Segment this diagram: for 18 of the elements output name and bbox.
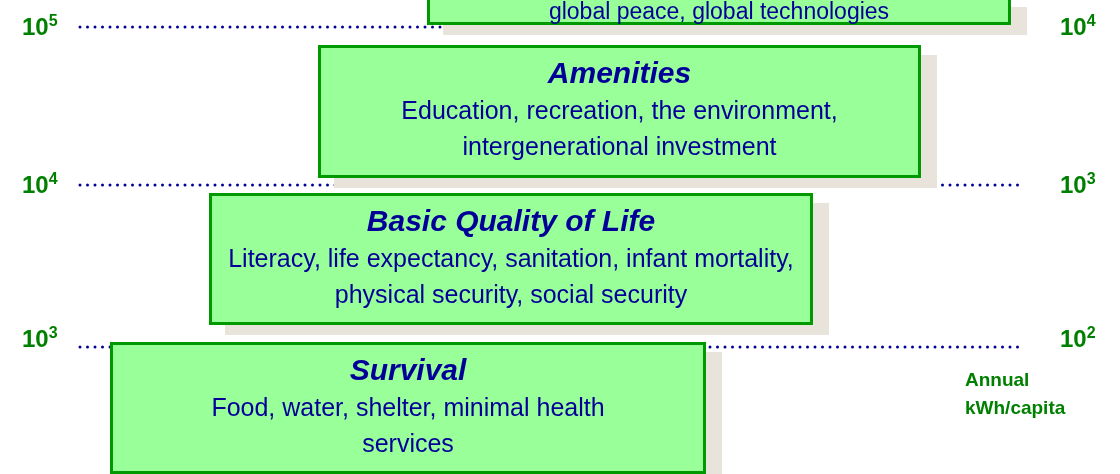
scale-label: 10$^{4}$: [1060, 12, 1096, 41]
tier-description: Food, water, shelter, minimal health services: [210, 392, 606, 459]
scale-label: 10$^{2}$: [1060, 324, 1096, 353]
tier-description: global peace, global technologies: [548, 0, 890, 22]
goal-box: [427, 0, 1011, 25]
scale-label: 10$^{5}$: [22, 12, 58, 41]
tier-box: [318, 45, 921, 178]
tier-box: [110, 342, 706, 474]
tier-description: Education, recreation, the environment, intergenerational investment: [400, 95, 839, 162]
tier-description: Literacy, life expectancy, sanitation, infant mortality, physical security, social security: [227, 243, 795, 310]
tier-title: Basic Quality of Life: [366, 204, 656, 238]
tier-title: Survival: [349, 353, 467, 387]
tier-title: Amenities: [547, 56, 692, 90]
axis-unit-label: Annual kWh/capita: [965, 368, 1067, 420]
scale-label: 10$^{4}$: [22, 170, 58, 199]
scale-label: 10$^{3}$: [1060, 170, 1096, 199]
scale-label: 10$^{3}$: [22, 324, 58, 353]
tier-box: [209, 193, 813, 325]
